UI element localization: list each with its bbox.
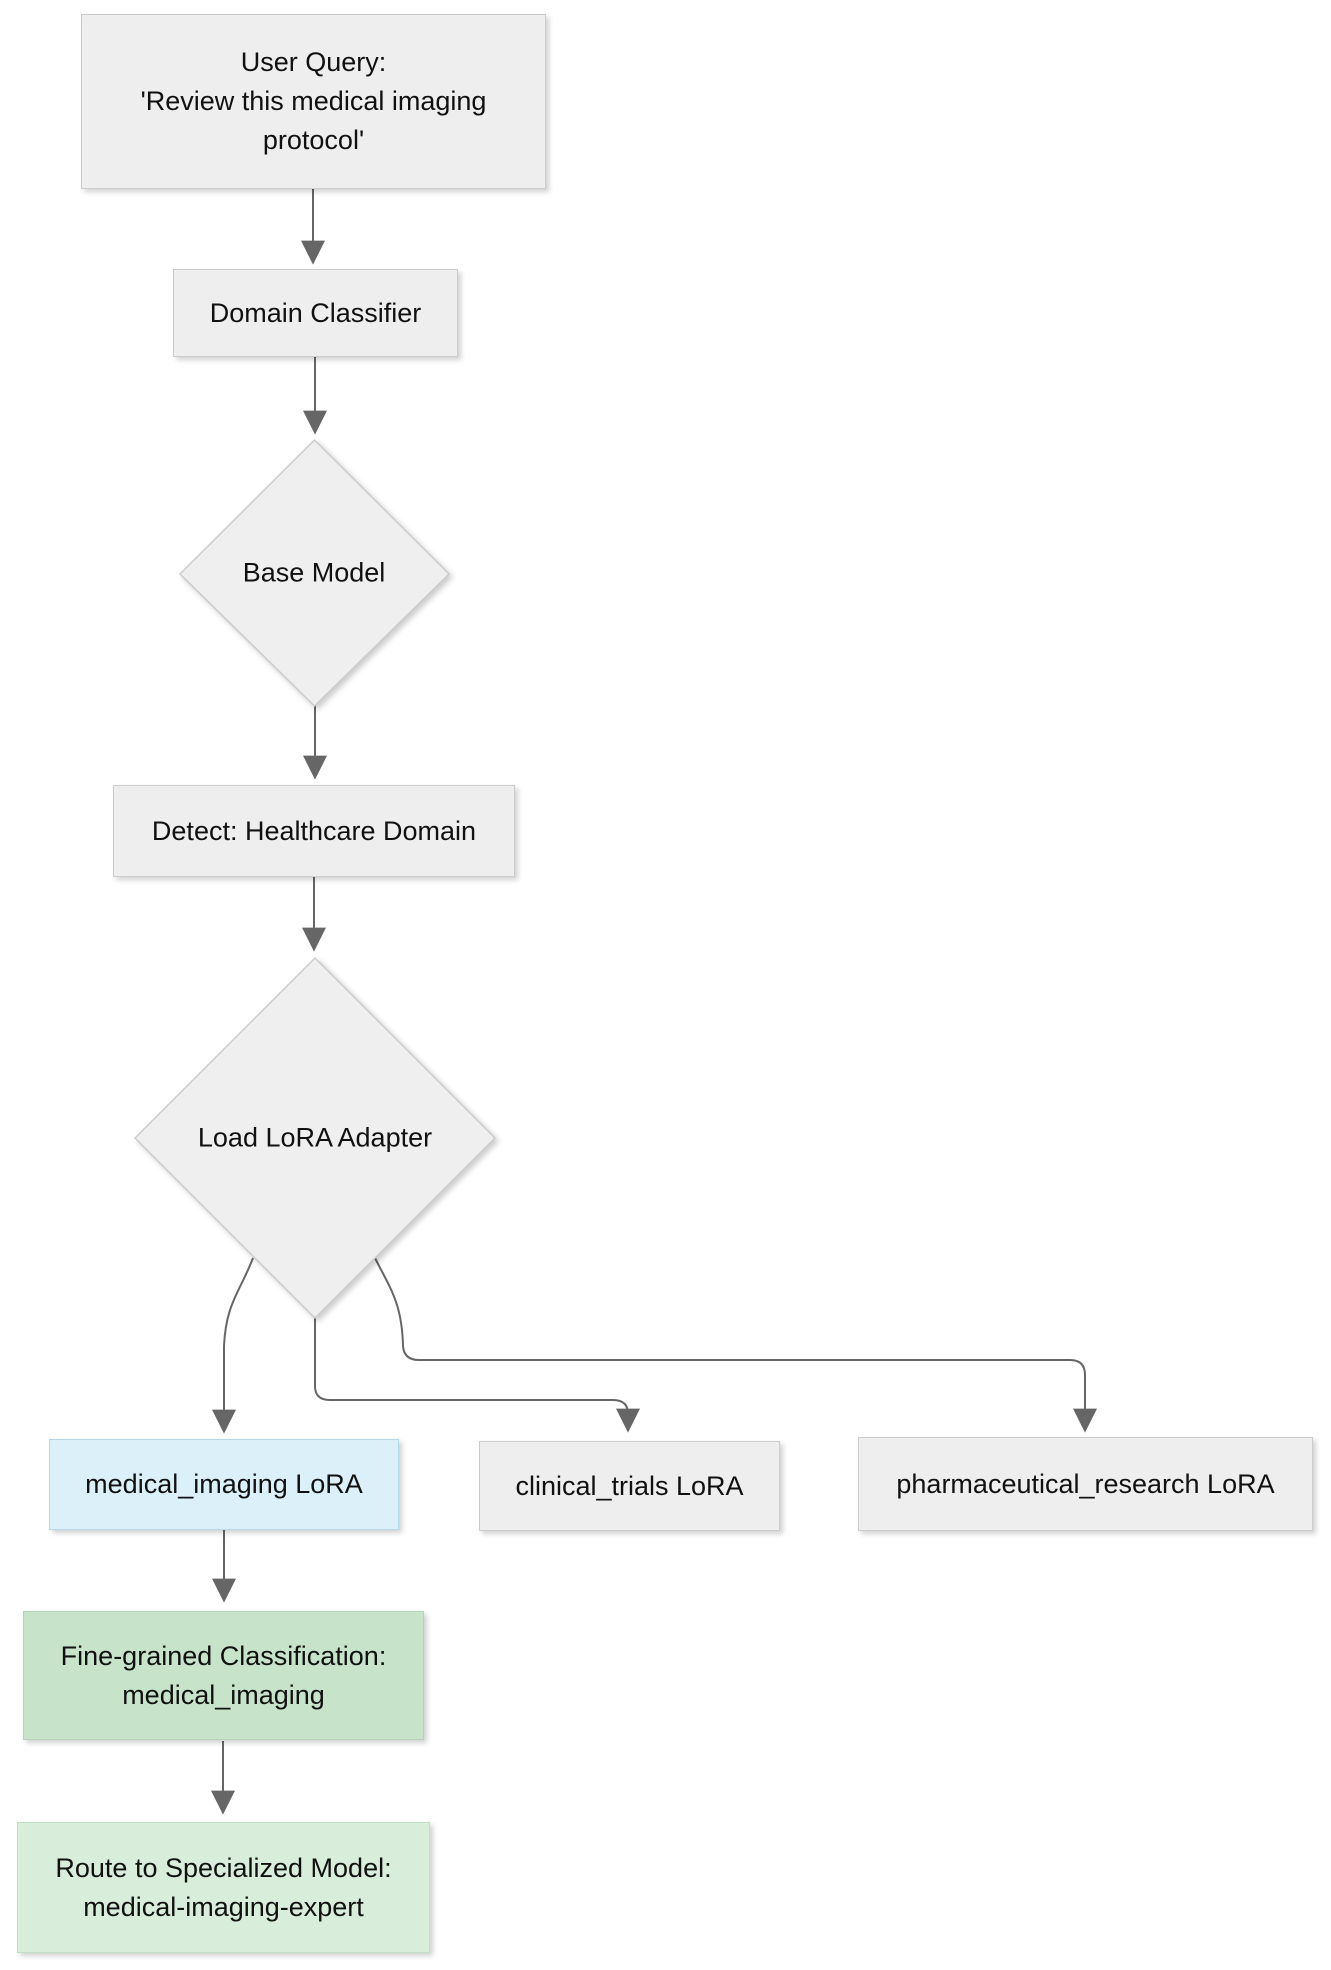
node-label-line: medical_imaging xyxy=(122,1679,325,1710)
node-label-line: Detect: Healthcare Domain xyxy=(151,815,477,846)
node-label-line: User Query: xyxy=(240,47,387,77)
node-pharmaceutical-research-lora: pharmaceutical_research LoRA xyxy=(858,1437,1313,1531)
node-fine-grained-classification: Fine-grained Classification: medical_ima… xyxy=(23,1611,424,1740)
node-clinical-trials-lora: clinical_trials LoRA xyxy=(479,1441,780,1531)
node-label-line: 'Review this medical imaging xyxy=(140,86,487,116)
node-detect-healthcare-domain: Detect: Healthcare Domain xyxy=(113,785,515,877)
edge-load-lora-to-clinical-trials xyxy=(314,1316,640,1433)
edge-load-lora-to-medical-imaging xyxy=(212,1257,254,1434)
node-medical-imaging-lora: medical_imaging LoRA xyxy=(49,1439,399,1530)
node-label-line: Domain Classifier xyxy=(209,297,422,328)
node-label-line: medical-imaging-expert xyxy=(83,1891,364,1922)
node-label-line: Fine-grained Classification: xyxy=(60,1640,387,1671)
node-user-query: User Query: 'Review this medical imaging… xyxy=(81,14,546,189)
node-domain-classifier: Domain Classifier xyxy=(173,269,458,357)
node-base-model-label: Base Model xyxy=(242,557,386,588)
node-base-model-diamond xyxy=(178,438,451,708)
node-load-lora-adapter-label: Load LoRA Adapter xyxy=(197,1122,433,1153)
node-load-lora-adapter-diamond xyxy=(133,956,497,1320)
edge-load-lora-to-pharmaceutical-research xyxy=(374,1257,1097,1433)
node-label-line: Route to Specialized Model: xyxy=(55,1852,392,1883)
node-label-line: protocol' xyxy=(262,125,365,155)
node-label-line: clinical_trials LoRA xyxy=(515,1470,744,1501)
node-label-line: pharmaceutical_research LoRA xyxy=(896,1468,1275,1499)
node-label-line: medical_imaging LoRA xyxy=(85,1469,363,1499)
node-route-to-specialized-model: Route to Specialized Model: medical-imag… xyxy=(17,1822,430,1953)
